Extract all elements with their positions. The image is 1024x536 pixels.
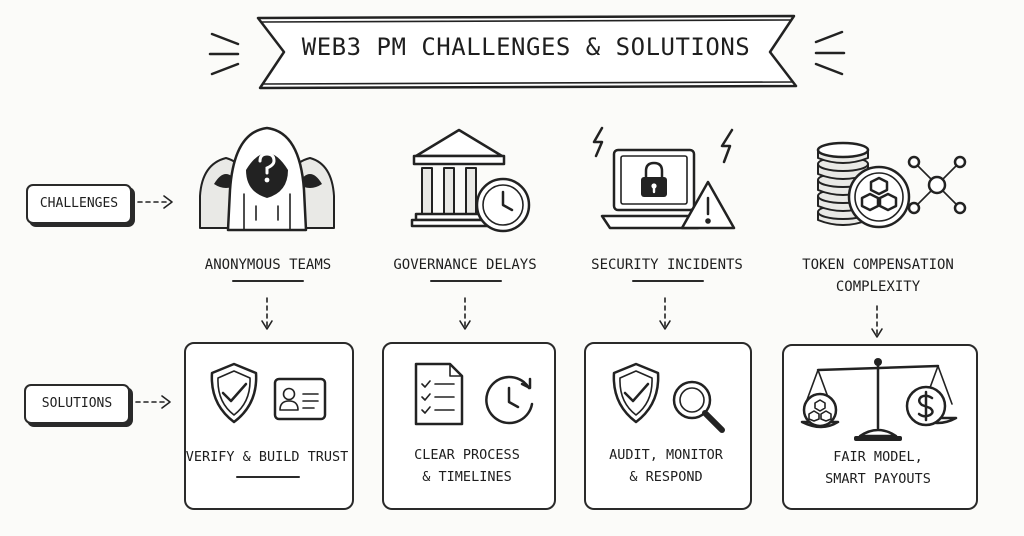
- solution-card-verify-trust: [184, 342, 354, 510]
- solution-underline: [236, 476, 300, 478]
- token-blocks-icon: [847, 165, 911, 229]
- challenge-underline: [430, 280, 502, 282]
- down-arrow-icon: [871, 305, 883, 338]
- solution-label-audit-monitor: AUDIT, MONITOR & RESPOND: [609, 447, 723, 485]
- solution-label-verify-trust: VERIFY & BUILD TRUST: [185, 449, 349, 465]
- laptop-lock-icon: [600, 148, 708, 230]
- lightning-icon: [720, 128, 734, 164]
- title-banner: [256, 14, 798, 90]
- page-title: WEB3 PM CHALLENGES & SOLUTIONS: [301, 33, 751, 61]
- id-card-icon: [273, 377, 327, 421]
- clock-icon: [475, 177, 531, 233]
- challenge-label-token-compensation: TOKEN COMPENSATION COMPLEXITY: [802, 257, 954, 295]
- challenge-label-governance-delays: GOVERNANCE DELAYS: [393, 257, 537, 273]
- down-arrow-icon: [459, 297, 471, 330]
- solution-label-fair-model: FAIR MODEL, SMART PAYOUTS: [825, 449, 931, 487]
- challenges-dashed-arrow-icon: [137, 195, 173, 209]
- challenge-underline: [632, 280, 704, 282]
- dollar-coin-icon: [905, 385, 947, 427]
- down-arrow-icon: [659, 297, 671, 330]
- network-nodes-icon: [907, 155, 967, 215]
- lightning-icon: [592, 126, 604, 158]
- magnifier-icon: [672, 380, 725, 433]
- government-building-icon: [410, 128, 508, 228]
- solution-label-clear-process: CLEAR PROCESS & TIMELINES: [414, 447, 520, 485]
- shield-check-icon: [612, 362, 660, 424]
- solutions-dashed-arrow-icon: [135, 395, 171, 409]
- balance-scale-icon: [800, 358, 958, 441]
- shield-check-icon: [210, 362, 258, 424]
- clock-refresh-icon: [485, 375, 534, 425]
- warning-icon: [680, 180, 736, 230]
- solutions-row-label: SOLUTIONS: [24, 384, 130, 424]
- challenge-label-security-incidents: SECURITY INCIDENTS: [591, 257, 743, 273]
- solution-card-audit-monitor: [584, 342, 752, 510]
- challenge-label-anonymous-teams: ANONYMOUS TEAMS: [204, 257, 332, 273]
- emphasis-lines-left-icon: [208, 32, 240, 76]
- down-arrow-icon: [261, 297, 273, 330]
- checklist-icon: [414, 362, 464, 426]
- challenge-underline: [232, 280, 304, 282]
- challenges-row-label: CHALLENGES: [26, 184, 132, 224]
- question-mark-icon: [258, 152, 276, 183]
- emphasis-lines-right-icon: [814, 30, 846, 76]
- solution-card-clear-process: [382, 342, 556, 510]
